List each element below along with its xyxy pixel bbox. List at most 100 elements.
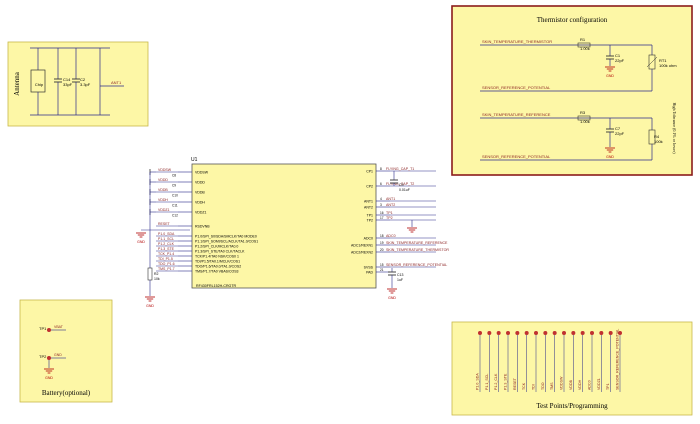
rt1-value: 100k ohm — [659, 63, 677, 68]
u1-right-pin: ADC2/REXN2 — [351, 250, 373, 254]
test-point-net: VDDZ1 — [597, 378, 601, 390]
u1-right-pin-num: 4 — [380, 197, 382, 201]
u1-right-pin: TP1 — [367, 213, 373, 217]
u1-right-pin-num: 17 — [380, 216, 384, 220]
u1-left-pin: TMS/P1.7/TA0 VBAS/COS3 — [195, 269, 239, 273]
test-point-net: VDDH — [578, 379, 582, 390]
u1-right-net: FLYING_CAP_T1 — [386, 167, 414, 171]
test-point: ADC0 — [588, 331, 594, 392]
u1-left-pins: VDDSWVDDDVDDBVDDHVDDZ1RSDVNBP1.0/SPI_S0/… — [178, 170, 258, 273]
left-gnd-label: GND — [137, 240, 145, 244]
u1-right-pin-num: 18 — [380, 234, 384, 238]
tp1-net: VBAT — [54, 325, 64, 329]
r2-value: 10k — [154, 277, 160, 281]
battery-gnd-label: GND — [45, 376, 53, 380]
r4-tolerance-note: High Tolerance (0.1% or lower) — [672, 102, 677, 154]
r1-symbol — [577, 42, 591, 48]
u1-left-pin: P1.3/SPI_STE/TA0 CLK/TACLK — [195, 249, 245, 253]
r2-gnd-label: GND — [146, 304, 154, 308]
u1-left-pin: TCK/P1.4/TA0 NSK/COS0 1 — [195, 254, 239, 258]
test-point-pad — [608, 331, 613, 335]
test-point: VDDB — [569, 331, 576, 392]
test-point-pad — [590, 331, 594, 335]
test-point-net: TDI — [532, 384, 536, 390]
u1-left-net: VDDH — [158, 198, 168, 202]
u1-right-pin: ANT2 — [364, 205, 373, 209]
tp2-net: GND — [54, 353, 62, 357]
test-point: RESET — [513, 331, 520, 392]
u1-left-net: VDDZ1 — [158, 208, 170, 212]
c1-ref: C1 — [615, 53, 621, 58]
u1-left-net: RESET — [158, 222, 171, 226]
test-point-net: TCK — [522, 382, 526, 390]
u1-right-pin: ADC0 — [364, 236, 373, 240]
test-point: P1.2_CLK — [494, 331, 501, 392]
u1-right-pin: CP2 — [366, 184, 373, 188]
u1-right-pin: ANT1 — [364, 199, 373, 203]
u1-right-pins: CP18CP26ANT14ANT23TP116TP217ADC018ADC1/R… — [351, 167, 390, 274]
u1-left-pin: VDDSW — [195, 170, 209, 174]
test-point: TDO — [541, 331, 548, 392]
test-point-net: TMS — [550, 382, 554, 390]
test-points-block-frame — [451, 321, 693, 416]
u1-right-net: SENSOR_REFERENCE_POTENTIAL — [386, 263, 447, 267]
u1-right-pin: CP1 — [366, 169, 373, 173]
u1-left-net: P1.1_SCL — [158, 237, 174, 241]
r2-symbol — [147, 267, 153, 281]
u1-right-pin: ADC1/REXN1 — [351, 243, 373, 247]
chip-label: Chip — [35, 82, 44, 87]
test-point-pad — [571, 331, 576, 335]
r1-value: 1.00k — [580, 46, 590, 51]
u1-left-pin: VDDZ1 — [195, 210, 207, 214]
net-skin-temp-thermistor: SKIN_TEMPERATURE_THERMISTOR — [482, 39, 552, 44]
rt1-ref: RT1 — [659, 58, 667, 63]
u1-right-pin: TP2 — [367, 218, 373, 222]
u1-left-pin: VDDH — [195, 200, 205, 204]
r3-ref: R3 — [580, 110, 586, 115]
test-point-net: TP1 — [606, 383, 610, 390]
c13-ref: C13 — [397, 273, 403, 277]
test-point-pad — [487, 331, 492, 335]
u1-left-pin: VDDB — [195, 190, 205, 194]
test-point: TCK — [522, 331, 529, 392]
u1-left-pin: P1.0/SPI_S0/SDA/SMCLK/TA0 MODE0 — [195, 234, 257, 238]
test-point: P1.1_SCL — [485, 331, 492, 392]
u1-left-pin: VDDD — [195, 180, 205, 184]
test-point-pad — [618, 331, 622, 335]
test-point-pad — [478, 331, 482, 335]
test-point-net: RESET — [513, 377, 517, 390]
r2-ref: R2 — [154, 272, 159, 276]
test-point-net: VDDSW — [560, 376, 564, 390]
u1-right-pin-num: 19 — [380, 241, 384, 245]
ant1-net-label: ANT1 — [111, 80, 122, 85]
u1-right-pin-num: 6 — [380, 182, 382, 186]
c14-ref: C14 — [63, 77, 71, 82]
test-point-net: P1.2_CLK — [494, 373, 498, 390]
test-point: TMS — [550, 331, 557, 392]
net-sensor-ref-2: SENSOR_REFERENCE_POTENTIAL — [482, 154, 551, 159]
thermistor-title: Thermistor configuration — [537, 16, 608, 24]
u1-right-net: SKIN_TEMPERATURE_REFERENCE — [386, 241, 448, 245]
u1-left-net: P1.2_CLK — [158, 242, 175, 246]
u1-left-cap: C9 — [172, 184, 176, 188]
c3-ref: C3 — [399, 183, 404, 187]
u1-left-pin: TDO/P1.6/TA0.0/TA1.0/COS2 — [195, 264, 241, 268]
c13-gnd-label: GND — [388, 296, 396, 300]
u1-right-net: TP1 — [386, 211, 393, 215]
tp2-pad — [47, 356, 51, 360]
c2-value: 3.3pF — [80, 82, 91, 87]
u1-right-net: SKIN_TEMPERATURE_THERMISTOR — [386, 248, 449, 252]
u1-right-pin-num: 8 — [380, 167, 382, 171]
u1-left-cap: C12 — [172, 214, 178, 218]
test-point-pad — [599, 331, 604, 335]
test-point: VDDH — [578, 331, 585, 392]
test-point-pad — [506, 331, 510, 335]
u1-left-net: TDO_P1.6 — [158, 262, 175, 266]
c14-value: 33pF — [63, 82, 73, 87]
c2-ref: C2 — [80, 77, 86, 82]
u1-left-net: VDDD — [158, 178, 168, 182]
test-point-net: VDDB — [569, 379, 573, 390]
u1-right-pin-num: 16 — [380, 211, 384, 215]
test-point-pad — [524, 331, 529, 335]
u1-left-cap: C8 — [172, 174, 176, 178]
